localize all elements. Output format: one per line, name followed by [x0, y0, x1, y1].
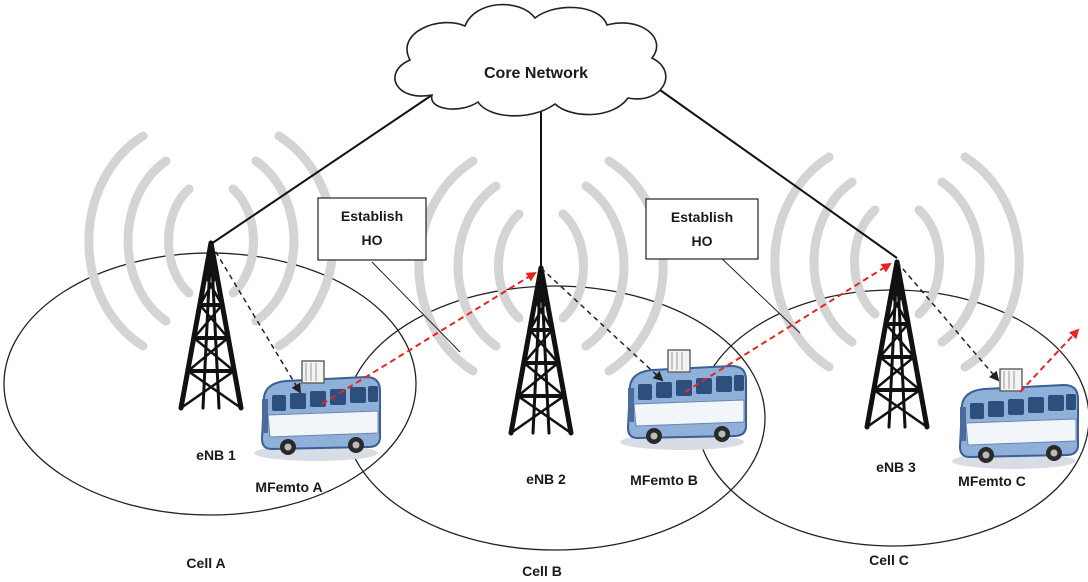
- backhaul-link-enb3: [659, 89, 898, 259]
- handover-box-2: Establish HO: [645, 198, 759, 260]
- enb2-tower-icon: [511, 268, 571, 433]
- handover-links: [321, 262, 1080, 405]
- cell-a-label: Cell A: [186, 555, 225, 571]
- enb1-label: eNB 1: [196, 447, 236, 463]
- backhaul-links: [210, 89, 898, 268]
- mfemto-b-label: MFemto B: [630, 472, 698, 488]
- mfemto-a-bus-icon: [253, 360, 381, 462]
- enb3-tower-icon: [867, 262, 927, 427]
- mfemto-c-label: MFemto C: [958, 473, 1026, 489]
- handover-box-1: Establish HO: [317, 197, 427, 261]
- ho-leader-line-1: [371, 261, 461, 353]
- access-link-enb1: [210, 243, 302, 394]
- handover-link-a: [321, 271, 537, 405]
- enb3-label: eNB 3: [876, 459, 916, 475]
- access-link-enb3: [896, 261, 1000, 382]
- cell-b-label: Cell B: [522, 563, 562, 579]
- mfemto-a-label: MFemto A: [255, 479, 322, 495]
- core-network-cloud: Core Network: [394, 3, 667, 117]
- handover-box-line1: Establish: [671, 209, 733, 225]
- access-links: [210, 243, 1000, 394]
- handover-link-b: [684, 262, 892, 393]
- backhaul-link-enb1: [210, 94, 433, 245]
- handover-box-line2: HO: [692, 233, 713, 249]
- handover-box-line1: Establish: [341, 208, 403, 224]
- ho-leader-line-2: [717, 254, 801, 334]
- handover-link-c: [1019, 328, 1080, 393]
- cell-c-label: Cell C: [869, 552, 909, 568]
- access-link-enb2: [540, 267, 664, 382]
- mfemto-c-bus-icon: [951, 368, 1079, 470]
- handover-box-line2: HO: [362, 232, 383, 248]
- enb2-label: eNB 2: [526, 471, 566, 487]
- enb1-tower-icon: [181, 243, 241, 408]
- core-network-label: Core Network: [484, 65, 588, 82]
